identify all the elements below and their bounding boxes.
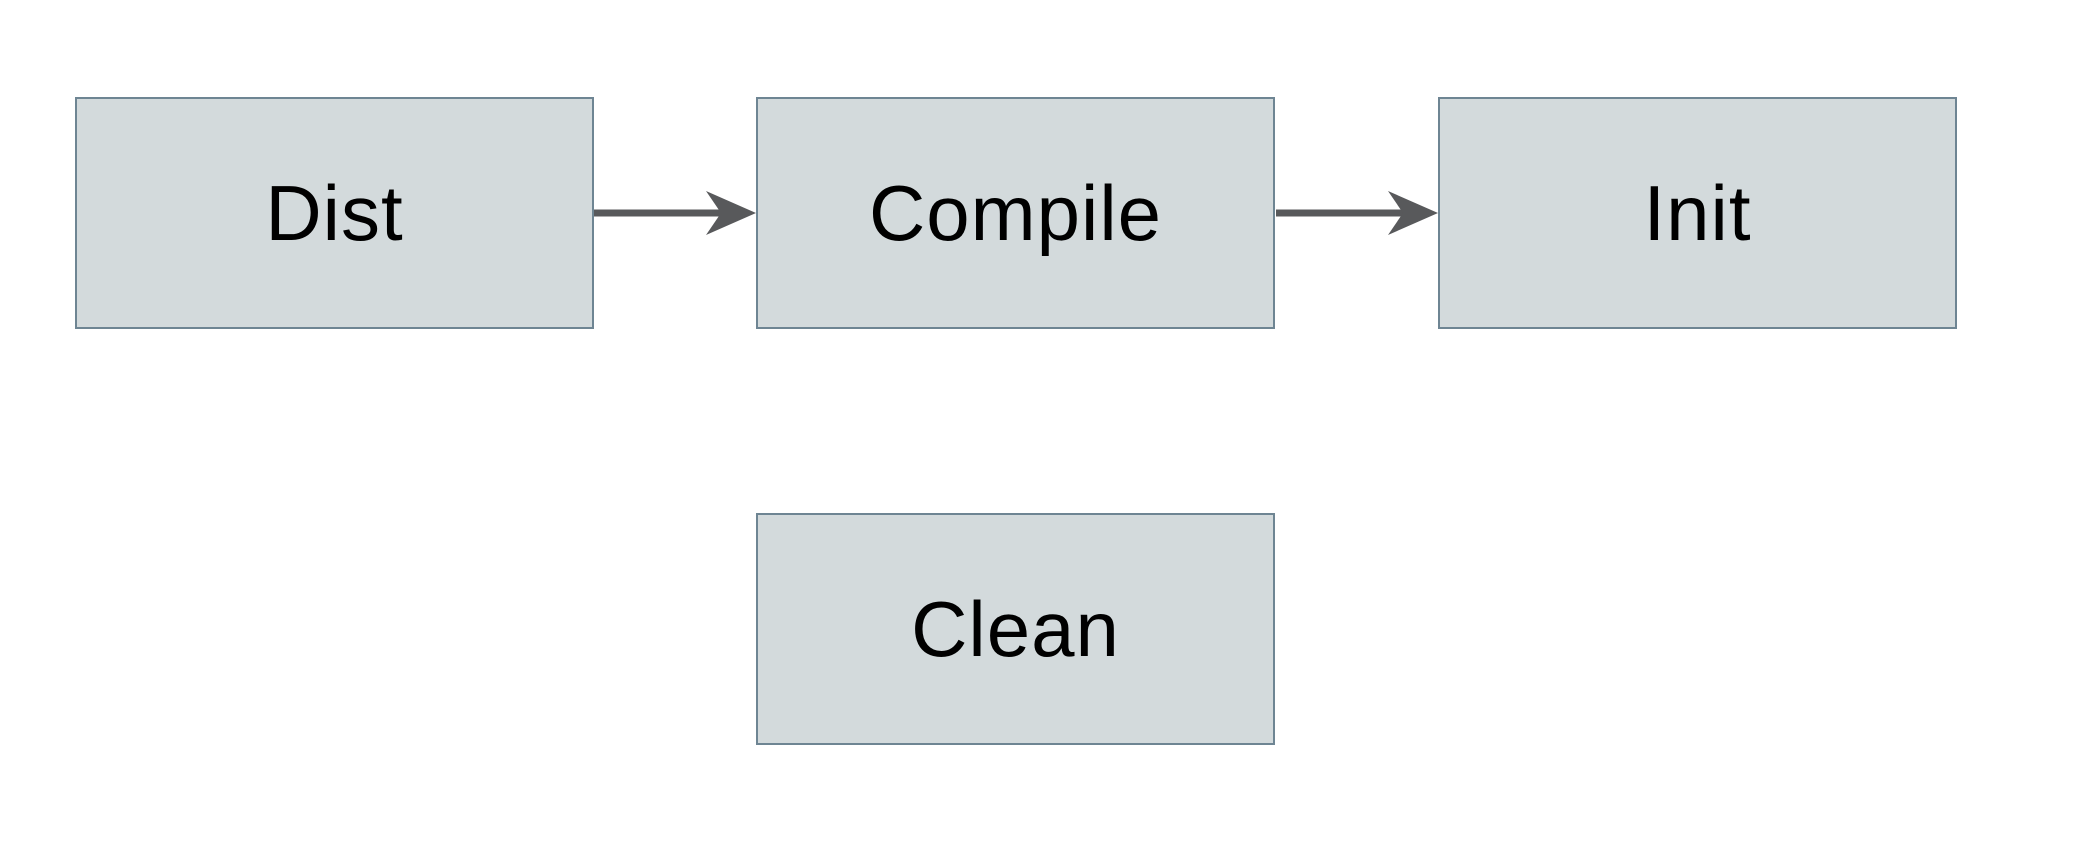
arrow-compile-to-init-icon[interactable] bbox=[1276, 183, 1444, 243]
node-dist-label: Dist bbox=[265, 168, 404, 257]
arrow-head bbox=[706, 191, 756, 235]
arrow-head bbox=[1388, 191, 1438, 235]
node-compile[interactable]: Compile bbox=[756, 97, 1275, 329]
node-init[interactable]: Init bbox=[1438, 97, 1957, 329]
node-dist[interactable]: Dist bbox=[75, 97, 594, 329]
arrow-dist-to-compile-icon[interactable] bbox=[594, 183, 762, 243]
node-clean[interactable]: Clean bbox=[756, 513, 1275, 745]
node-init-label: Init bbox=[1643, 168, 1752, 257]
node-compile-label: Compile bbox=[868, 168, 1163, 257]
node-clean-label: Clean bbox=[911, 584, 1120, 673]
